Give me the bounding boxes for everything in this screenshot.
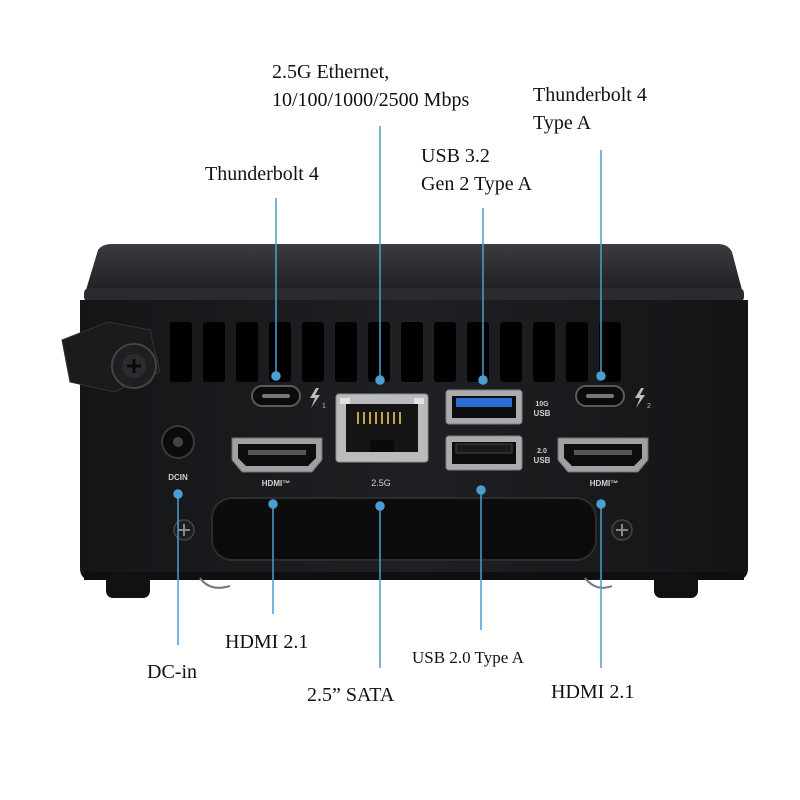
usb-c-port-tongue [262,394,290,398]
ethernet-speed-marking: 2.5G [371,478,391,488]
label-usb20: USB 2.0 Type A [412,648,524,667]
vent-slot [368,322,390,382]
vent-slot [170,322,192,382]
label-ethernet-line1: 2.5G Ethernet, [272,61,390,83]
sata-bay-cover [173,497,633,561]
rj45-led-left [340,398,350,404]
sata-bay-panel [211,497,597,561]
vent-slot [434,322,456,382]
vent-slot [467,322,489,382]
usb32-type-a-port: 10G USB [445,389,551,425]
label-tb4-right-line2: Type A [533,112,592,134]
vent-slot [533,322,555,382]
chassis-top-rim [84,288,744,302]
callout-dot-tb4-right [596,371,606,381]
callout-dot-usb32 [478,375,488,385]
vent-grille [170,322,621,382]
usb-20-marking: 2.0 [537,448,547,455]
vent-slot [236,322,258,382]
vent-slot [401,322,423,382]
foot-right [654,574,698,598]
thunderbolt-port-1: 1 [251,385,326,410]
screw-cross-icon [127,359,141,373]
callout-dot-tb4-left [271,371,281,381]
label-usb32-line1: USB 3.2 [421,145,490,167]
label-ethernet-line2: 10/100/1000/2500 Mbps [272,89,470,111]
label-sata: 2.5” SATA [307,684,395,706]
kensington-lock-wire-left [199,577,231,589]
usb-label-marking: USB [534,456,551,465]
hdmi-port-tongue [574,450,632,455]
label-dcin: DC-in [147,661,197,683]
chassis-bottom-edge [84,572,744,580]
usb-a-port-tongue [455,443,513,454]
usb-c-port-tongue [586,394,614,398]
label-hdmi-right: HDMI 2.1 [551,681,635,703]
thunderbolt-port-number: 2 [647,403,651,410]
vent-slot [599,322,621,382]
vent-slot [566,322,588,382]
vent-slot [269,322,291,382]
screw-cross-icon [616,524,628,536]
usb-10g-marking: 10G [535,401,549,408]
hdmi-port-tongue [248,450,306,455]
rj45-contacts [357,412,401,424]
callout-dot-hdmi-left [268,499,278,509]
thunderbolt-port-2: 2 [575,385,651,410]
label-tb4-left: Thunderbolt 4 [205,163,319,185]
label-tb4-right-line1: Thunderbolt 4 [533,84,647,106]
hdmi-logo-marking: HDMI™ [590,479,618,488]
callout-dot-usb20 [476,485,486,495]
usb20-type-a-port: 2.0 USB [445,435,551,471]
vent-slot [500,322,522,382]
hdmi-port-left: HDMI™ [231,437,323,488]
vent-slot [335,322,357,382]
callout-dot-dcin [173,489,183,499]
callout-dot-ethernet [375,375,385,385]
hdmi-logo-marking: HDMI™ [262,479,290,488]
foot-left [106,574,150,598]
usb-a-port-tongue [456,398,512,407]
label-hdmi-left: HDMI 2.1 [225,631,309,653]
thunderbolt-bolt-icon [310,388,320,408]
dc-in-jack: DCIN [161,425,195,482]
rj45-led-right [414,398,424,404]
dc-in-jack-pin [173,437,183,447]
label-usb32-line2: Gen 2 Type A [421,173,532,195]
dcin-marking: DCIN [168,473,188,482]
thunderbolt-port-number: 1 [322,403,326,410]
vent-slot [203,322,225,382]
hdmi-port-right: HDMI™ [557,437,649,488]
kensington-lock-wire-right [584,577,613,589]
ethernet-port: 2.5G [335,393,429,488]
callout-dot-hdmi-right [596,499,606,509]
thunderbolt-bolt-icon [635,388,645,408]
callout-dot-sata [375,501,385,511]
usb-label-marking: USB [534,409,551,418]
rj45-latch-slot [370,440,394,452]
vent-slot [302,322,324,382]
lock-bracket [61,321,161,393]
callout-lines [173,126,606,668]
screw-cross-icon [178,524,190,536]
chassis-top-panel [86,244,742,290]
